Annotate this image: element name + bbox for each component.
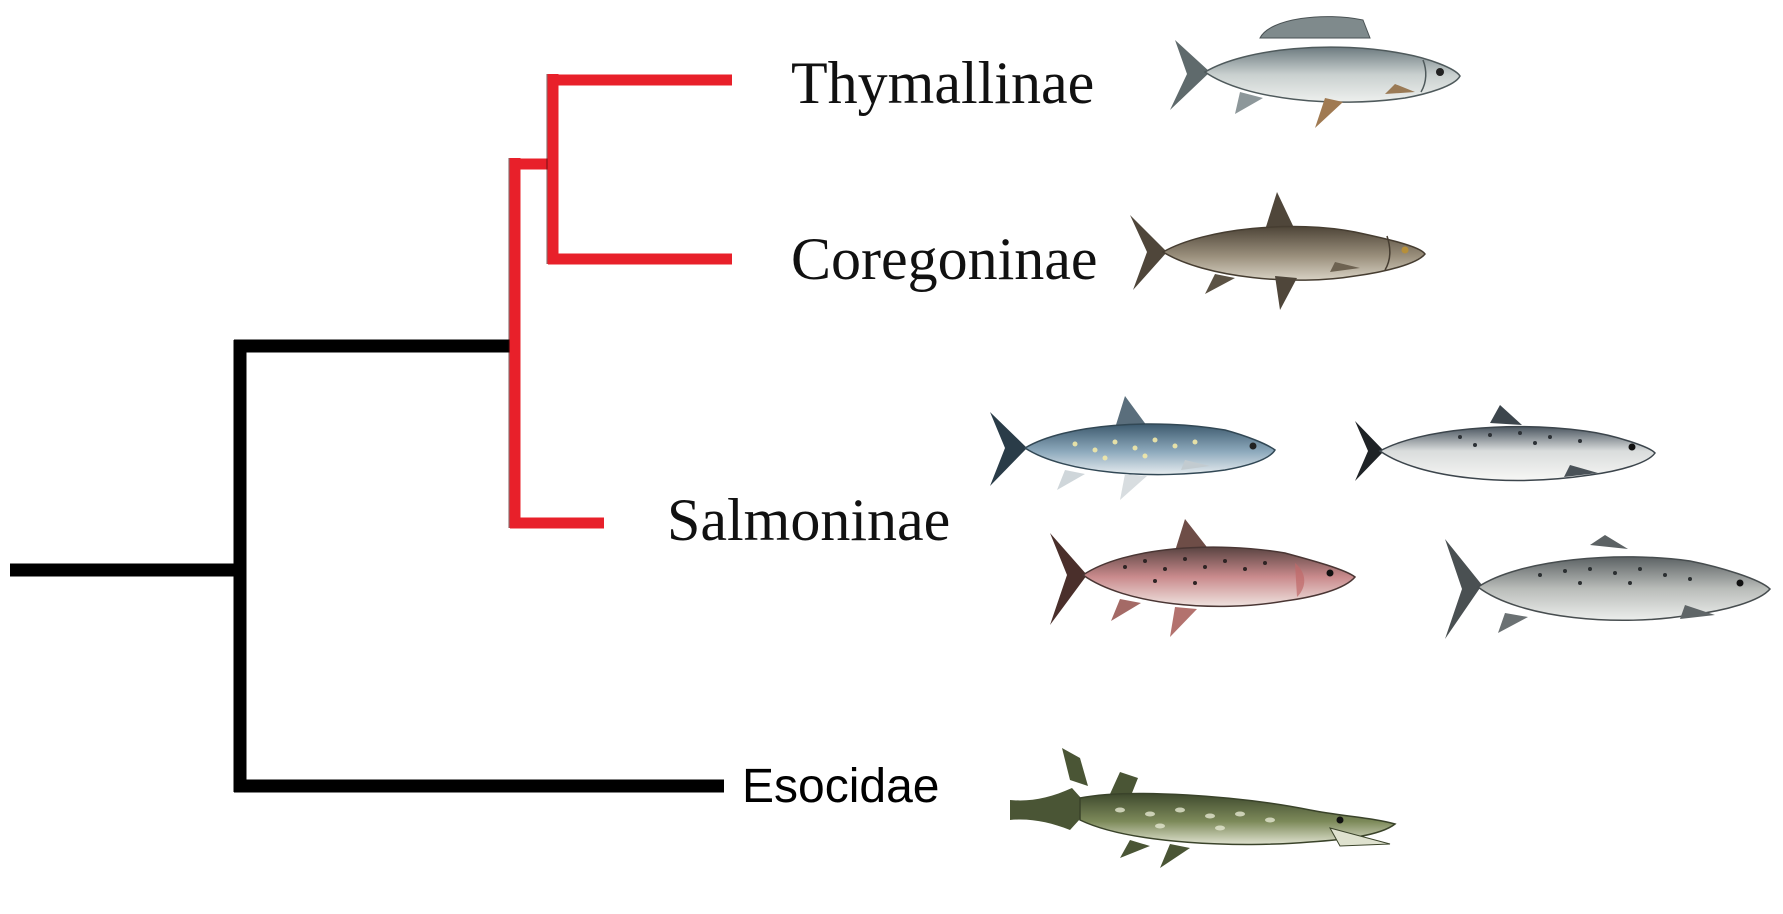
atlantic-salmon-fish-icon [1355,405,1655,481]
taxon-label-salmoninae: Salmoninae [667,487,950,553]
salmonidae-branches [510,74,732,528]
northern-pike-fish-icon [1010,748,1395,868]
brown-trout-fish-icon [1445,535,1770,639]
whitefish-fish-icon [1130,192,1425,310]
outgroup-branches [10,340,724,792]
taxon-label-esocidae: Esocidae [742,760,939,813]
taxon-label-coregoninae: Coregoninae [791,226,1098,292]
arctic-char-fish-icon [990,396,1275,500]
grayling-fish-icon [1170,17,1460,128]
rainbow-trout-fish-icon [1050,519,1355,637]
taxon-label-thymallinae: Thymallinae [791,50,1094,116]
